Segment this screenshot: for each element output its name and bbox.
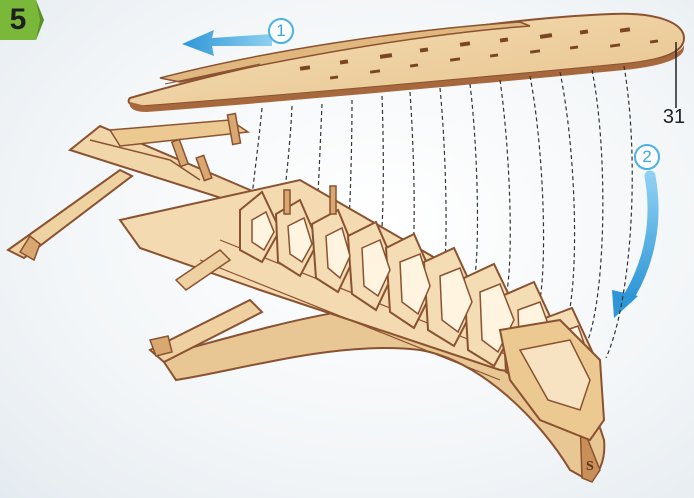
arrow-order-badge-2: 2 [634,144,660,170]
arrow-order-badge-1: 1 [268,18,294,44]
direction-arrow-1 [182,30,272,56]
hull-assembly: S [8,114,604,482]
deck-part [129,14,684,112]
step-number: 5 [0,0,36,40]
step-badge: 5 [0,0,44,40]
direction-arrow-2 [612,176,653,318]
svg-text:S: S [586,459,594,474]
part-number-label: 31 [656,106,692,129]
